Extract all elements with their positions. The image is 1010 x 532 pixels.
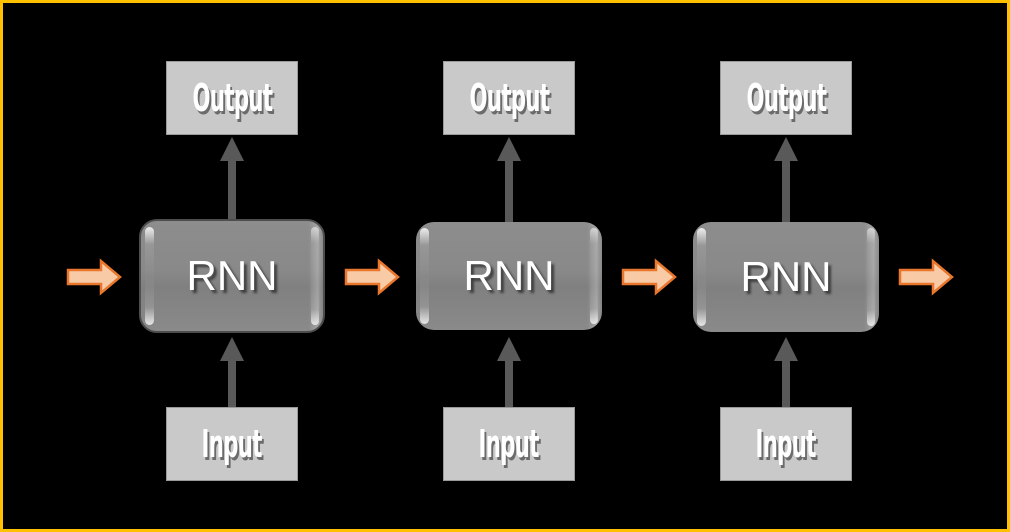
input-box-3: Input: [720, 407, 852, 481]
input-label-3: Input: [755, 422, 817, 466]
rnn-label-2: RNN: [463, 252, 555, 299]
rnn-cell-3: RNN: [693, 222, 879, 332]
arrow-input-to-cell-2: [493, 335, 525, 411]
rnn-cell-1: RNN: [139, 219, 325, 333]
output-label-2: Output: [469, 76, 550, 120]
arrow-cell-to-output-2: [493, 135, 525, 225]
input-box-1: Input: [166, 407, 298, 481]
arrow-input-to-cell-1: [216, 335, 248, 411]
input-label-1: Input: [201, 422, 263, 466]
input-box-2: Input: [443, 407, 575, 481]
arrow-input-to-cell-3: [770, 335, 802, 411]
output-box-3: Output: [720, 61, 852, 135]
sequence-arrow-1-to-2: [343, 258, 401, 296]
output-label-3: Output: [746, 76, 827, 120]
output-box-1: Output: [166, 61, 298, 135]
rnn-cell-2: RNN: [416, 222, 602, 330]
input-label-2: Input: [478, 422, 540, 466]
arrow-cell-to-output-3: [770, 135, 802, 225]
output-label-1: Output: [192, 76, 273, 120]
rnn-label-3: RNN: [740, 253, 832, 300]
arrow-cell-to-output-1: [216, 135, 248, 225]
rnn-label-1: RNN: [186, 252, 278, 299]
sequence-arrow-2-to-3: [620, 258, 678, 296]
output-box-2: Output: [443, 61, 575, 135]
sequence-arrow-out: [897, 258, 955, 296]
sequence-arrow-in: [65, 258, 123, 296]
